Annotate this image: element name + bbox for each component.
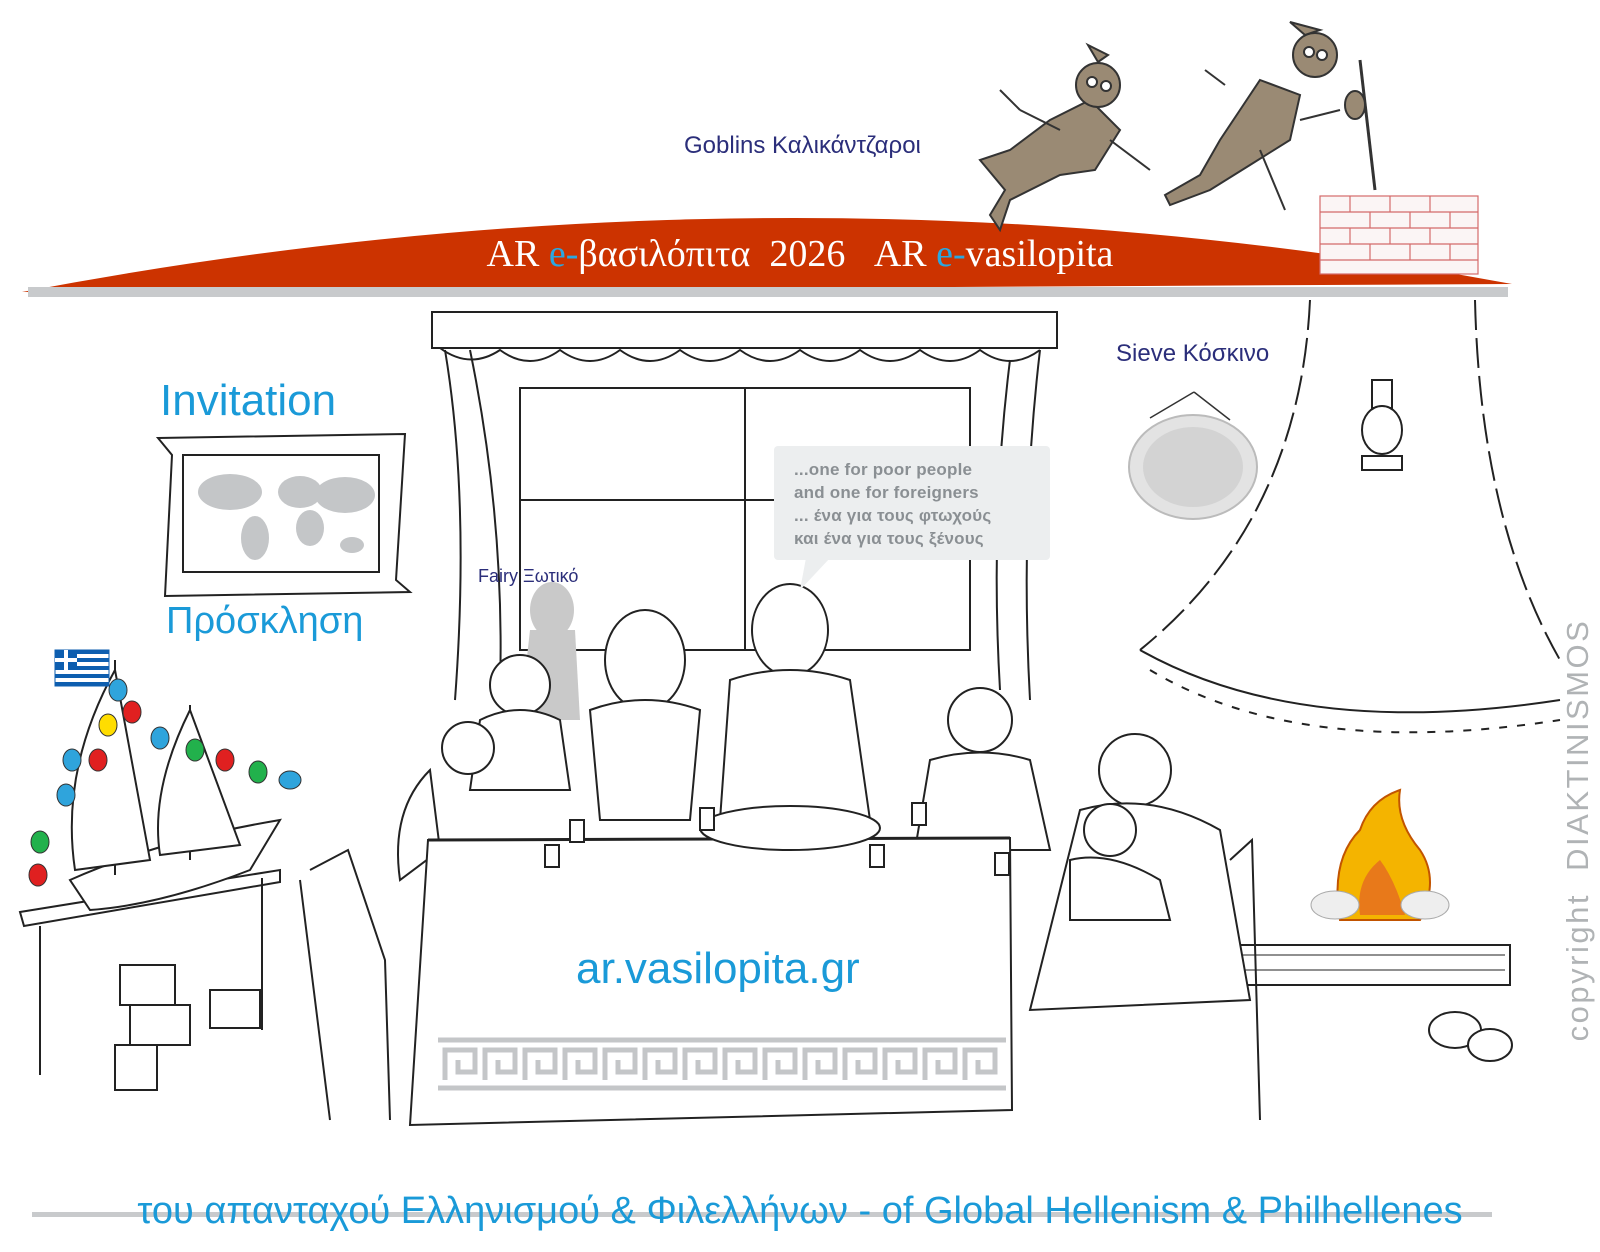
footer-underline — [32, 1212, 1492, 1217]
invitation-title-greek: Πρόσκληση — [166, 600, 364, 642]
footer-tagline: του απανταχού Ελληνισμού & Φιλελλήνων - … — [137, 1190, 1463, 1232]
goblin-left — [978, 42, 1151, 233]
dining-table — [408, 802, 1014, 1127]
roof-trim — [28, 287, 1508, 297]
string-lights — [28, 678, 302, 887]
goblins-label: Goblins Καλικάντζαροι — [684, 132, 921, 159]
window — [431, 311, 1058, 701]
ship — [68, 660, 282, 912]
greek-flag — [54, 649, 110, 687]
speech-line-4: και ένα για τους ξένους — [794, 529, 984, 548]
world-map-dots — [198, 474, 375, 560]
sieve-label: Sieve Κόσκινο — [1116, 340, 1270, 367]
fireplace-hearth — [1234, 944, 1513, 1062]
chairs — [299, 837, 1261, 1121]
speech-bubble-tail — [800, 558, 830, 590]
speech-bubble: ...one for poor people and one for forei… — [774, 446, 1050, 560]
invitation-title: Invitation — [160, 376, 337, 425]
oil-lamp — [1361, 379, 1403, 471]
gift-boxes — [114, 964, 261, 1091]
invitation-frame — [155, 432, 413, 598]
family — [397, 583, 1252, 1012]
speech-line-3: ... ένα για τους φτωχούς — [794, 506, 992, 525]
main-title: AR e-βασιλόπιτα 2026 AR e-vasilopita — [486, 233, 1114, 275]
sieve — [1128, 391, 1258, 520]
roof — [22, 217, 1512, 292]
goblin-right — [1163, 21, 1377, 211]
meander-border — [438, 1037, 1006, 1091]
copyright-watermark: copyright DIAKTINISMOS — [1560, 618, 1595, 1042]
fairy-label: Fairy Ξωτικό — [478, 566, 579, 586]
website-link[interactable]: ar.vasilopita.gr — [576, 944, 860, 993]
fireplace-hood — [1139, 299, 1561, 734]
speech-line-1: ...one for poor people — [794, 460, 973, 479]
chimney — [1319, 195, 1479, 275]
speech-line-2: and one for foreigners — [794, 483, 979, 502]
fire — [1310, 788, 1450, 921]
